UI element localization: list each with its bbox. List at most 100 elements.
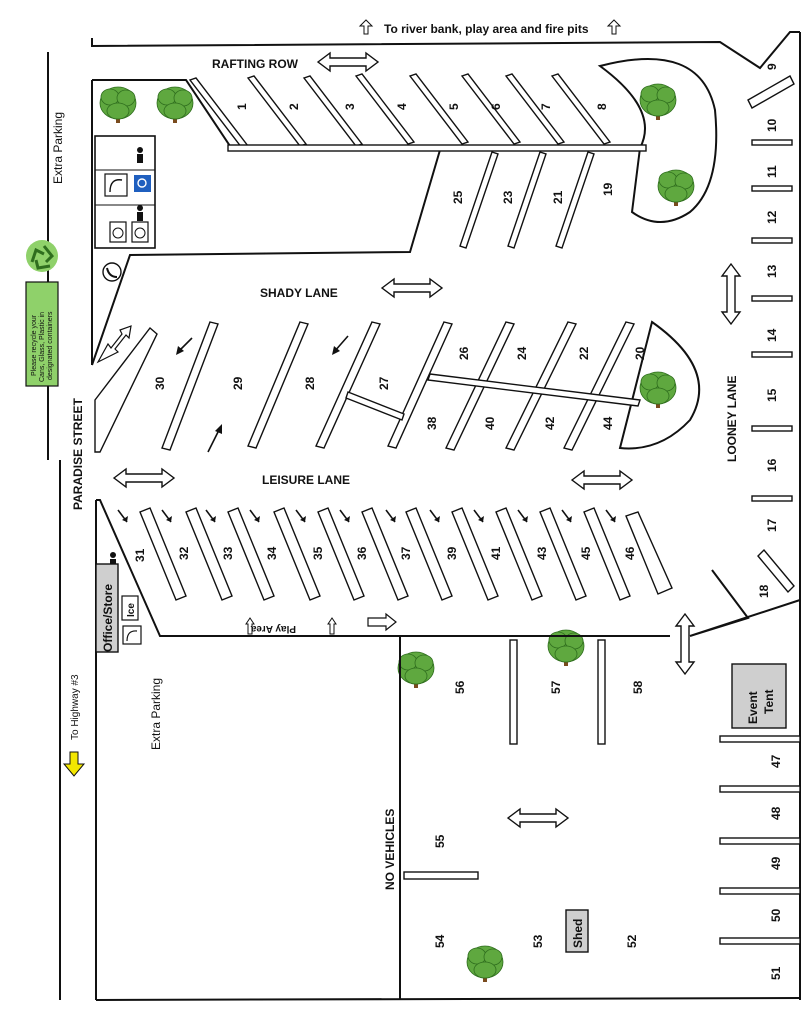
site-37: 37 xyxy=(399,546,413,560)
site-2: 2 xyxy=(287,103,301,110)
recycle-text-1: Please recycle your xyxy=(31,314,38,376)
recycle-text-2: Cans, Glass, Plastic in xyxy=(39,312,46,382)
tree-icon xyxy=(657,169,695,207)
site-6: 6 xyxy=(489,103,503,110)
site-20: 20 xyxy=(633,346,647,360)
site-17: 17 xyxy=(765,518,779,532)
site-1: 1 xyxy=(235,103,249,110)
site-31: 31 xyxy=(133,548,147,562)
tree-icon xyxy=(156,86,194,124)
site-28: 28 xyxy=(303,376,317,390)
site-5: 5 xyxy=(447,103,461,110)
site-41: 41 xyxy=(489,546,503,560)
site-8: 8 xyxy=(595,103,609,110)
site-35: 35 xyxy=(311,546,325,560)
site-19: 19 xyxy=(601,182,615,196)
site-54: 54 xyxy=(433,934,447,948)
site-arrow-icon xyxy=(295,509,307,523)
play-area-label: Play Area xyxy=(250,623,296,634)
shady-lane-pads xyxy=(94,321,641,453)
site-46: 46 xyxy=(623,546,637,560)
site-27: 27 xyxy=(377,376,391,390)
office-store-label: Office/Store xyxy=(101,584,115,652)
office-store-building xyxy=(95,563,119,653)
site-47: 47 xyxy=(769,754,783,768)
play-area-arrows xyxy=(245,612,397,635)
site-40: 40 xyxy=(483,416,497,430)
event-tent xyxy=(731,663,787,729)
site-26: 26 xyxy=(457,346,471,360)
site-23: 23 xyxy=(501,190,515,204)
looney-lane-label: LOONEY LANE xyxy=(725,376,739,462)
site-45: 45 xyxy=(579,546,593,560)
site-arrow-icon xyxy=(205,509,217,523)
site-44: 44 xyxy=(601,416,615,430)
shed xyxy=(565,909,589,953)
site-24: 24 xyxy=(515,346,529,360)
double-arrow-icon xyxy=(721,263,741,325)
island-top-right xyxy=(597,58,718,223)
highway-arrow-icon xyxy=(62,751,86,777)
site-18: 18 xyxy=(757,584,771,598)
site-arrow-icon xyxy=(605,509,617,523)
site-29: 29 xyxy=(231,376,245,390)
property-boundary xyxy=(47,31,801,1001)
double-arrow-icon xyxy=(317,52,379,72)
laundry-icon xyxy=(109,221,149,243)
double-arrow-icon xyxy=(675,613,695,675)
site-34: 34 xyxy=(265,546,279,560)
site-50: 50 xyxy=(769,908,783,922)
site-arrow-icon xyxy=(561,509,573,523)
site-16: 16 xyxy=(765,458,779,472)
site-55: 55 xyxy=(433,834,447,848)
site-14: 14 xyxy=(765,328,779,342)
pads-19-25 xyxy=(459,151,595,249)
leisure-lane-pads xyxy=(96,499,673,637)
site-53: 53 xyxy=(531,934,545,948)
site-arrow-icon xyxy=(385,509,397,523)
double-arrow-icon xyxy=(381,278,443,298)
site-48: 48 xyxy=(769,806,783,820)
rafting-row-pads xyxy=(188,73,647,152)
site-arrow-icon xyxy=(517,509,529,523)
no-vehicles-label: NO VEHICLES xyxy=(383,809,397,890)
site-33: 33 xyxy=(221,546,235,560)
tree-icon xyxy=(466,945,504,983)
site-10: 10 xyxy=(765,118,779,132)
site-13: 13 xyxy=(765,264,779,278)
site-58: 58 xyxy=(631,680,645,694)
site-30: 30 xyxy=(153,376,167,390)
lower-area-lines xyxy=(95,500,801,1000)
to-highway-label: To Highway #3 xyxy=(70,674,81,740)
site-36: 36 xyxy=(355,546,369,560)
site-12: 12 xyxy=(765,210,779,224)
ice-box xyxy=(121,595,139,621)
phone-icon xyxy=(102,262,122,282)
direction-arrow-icon xyxy=(176,335,349,453)
shady-lane-label: SHADY LANE xyxy=(260,286,338,300)
site-39: 39 xyxy=(445,546,459,560)
extra-parking-top: Extra Parking xyxy=(51,112,65,184)
rafting-row-label: RAFTING ROW xyxy=(212,57,299,71)
recycle-text-3: designated containers xyxy=(47,311,54,380)
recycle-sign xyxy=(25,281,59,387)
site-arrow-icon xyxy=(473,509,485,523)
site-arrow-icon xyxy=(161,509,173,523)
site-4: 4 xyxy=(395,103,409,110)
site-7: 7 xyxy=(539,103,553,110)
shower-icon xyxy=(104,173,142,645)
river-arrow-icon xyxy=(358,19,622,35)
site-43: 43 xyxy=(535,546,549,560)
leisure-lane-label: LEISURE LANE xyxy=(262,473,350,487)
site-25: 25 xyxy=(451,190,465,204)
site-15: 15 xyxy=(765,388,779,402)
site-arrow-icon xyxy=(249,509,261,523)
site-32: 32 xyxy=(177,546,191,560)
event-tent-line2: Tent xyxy=(762,690,776,714)
looney-lane-pads xyxy=(689,75,801,637)
site-arrow-icon xyxy=(339,509,351,523)
double-arrow-icon xyxy=(507,808,569,828)
site-56: 56 xyxy=(453,680,467,694)
